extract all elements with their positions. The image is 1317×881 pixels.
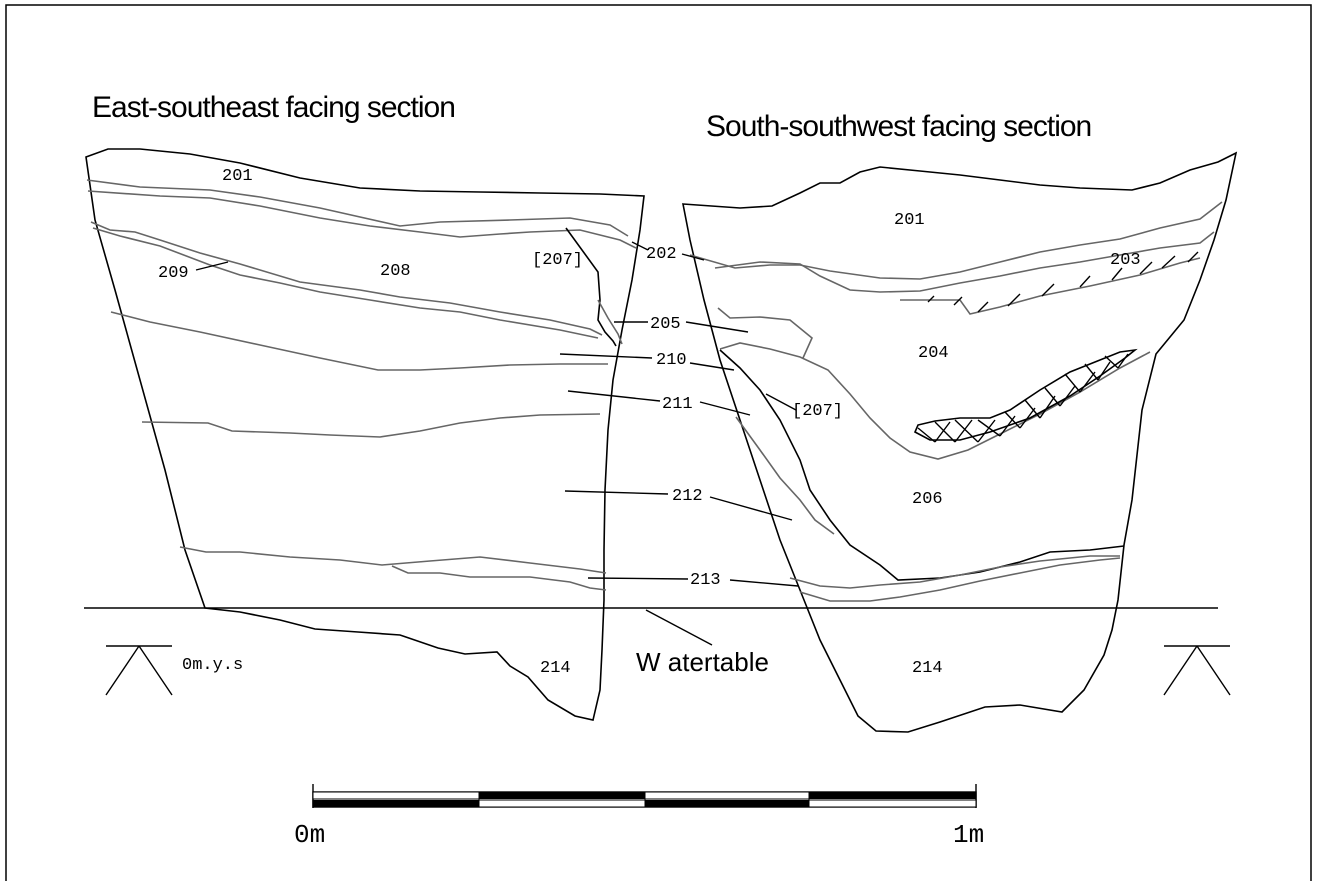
- leader-212-b: [709, 496, 793, 521]
- leader-213-a: [587, 577, 689, 580]
- layer-line-201-208-a: [86, 179, 629, 237]
- right-section: 201 203 204 [207] 206 214: [681, 151, 1238, 733]
- cross-hatched-lens: [913, 348, 1138, 441]
- leader-205-b: [685, 321, 749, 333]
- context-210: 210: [656, 351, 687, 370]
- layer-line-203-base: [900, 257, 1201, 315]
- layer-line-201-203-a: [689, 201, 1223, 280]
- layer-line-212: [179, 546, 607, 574]
- leader-210-b: [689, 362, 735, 371]
- left-section-title: East-southeast facing section: [92, 91, 455, 124]
- layer-line-211: [141, 413, 601, 438]
- context-205: 205: [650, 315, 681, 334]
- context-209: 209: [158, 264, 189, 283]
- leader-211-a: [567, 390, 661, 402]
- context-213: 213: [690, 571, 721, 590]
- scale-end-label: 1m: [953, 820, 984, 850]
- context-207-right: [207]: [792, 402, 843, 421]
- leader-207-right: [765, 393, 797, 411]
- leader-211-b: [699, 401, 751, 416]
- context-208: 208: [380, 262, 411, 281]
- layer-line-209-a: [90, 221, 603, 336]
- context-203: 203: [1110, 251, 1141, 270]
- water-table-leader: [645, 609, 713, 646]
- context-214-left: 214: [540, 659, 571, 678]
- layer-line-209-b: [92, 227, 599, 339]
- layer-line-201-203-b: [714, 231, 1215, 293]
- context-207-left: [207]: [532, 251, 583, 270]
- layer-line-213-right-a: [789, 555, 1120, 589]
- datum-label: 0m.y.s: [182, 656, 243, 675]
- context-206: 206: [912, 490, 943, 509]
- drawing-border: [5, 4, 1312, 881]
- datum-marker-right: [1163, 645, 1231, 696]
- water-table-label: W atertable: [636, 647, 769, 677]
- context-202: 202: [646, 245, 677, 264]
- cut-207-left-inner: [597, 299, 623, 345]
- scale-bar: [312, 784, 977, 808]
- right-section-outline: [682, 151, 1238, 733]
- scale-start-label: 0m: [294, 820, 325, 850]
- context-201-left: 201: [222, 167, 253, 186]
- datum-marker-left: [105, 645, 173, 696]
- layer-line-213: [391, 565, 607, 591]
- context-212: 212: [672, 487, 703, 506]
- leader-213-b: [729, 579, 799, 587]
- layer-line-201-208-b: [87, 190, 637, 249]
- cut-207-left: [565, 227, 617, 347]
- leader-202: [631, 241, 649, 251]
- layer-line-213-right-b: [799, 557, 1121, 602]
- leader-210-a: [559, 353, 653, 359]
- layer-line-204-205-b: [719, 342, 1151, 460]
- layer-line-210: [110, 311, 608, 371]
- context-201-right: 201: [894, 211, 925, 230]
- context-211: 211: [662, 395, 693, 414]
- context-204: 204: [918, 344, 949, 363]
- context-214-right: 214: [912, 659, 943, 678]
- cut-207-right: [719, 349, 1125, 581]
- leader-209: [195, 261, 229, 271]
- left-section: 201 208 209 [207] 214 0m.y.s: [85, 148, 689, 721]
- right-section-title: South-southwest facing section: [706, 110, 1091, 143]
- leader-212-a: [564, 490, 669, 495]
- leader-202-b: [681, 253, 705, 261]
- layer-line-206-a: [735, 416, 835, 535]
- layer-line-204-205-a: [717, 307, 813, 359]
- single-hatching-203: [927, 251, 1199, 313]
- left-section-outline: [85, 148, 645, 721]
- cross-hatching-lens: [917, 353, 1129, 443]
